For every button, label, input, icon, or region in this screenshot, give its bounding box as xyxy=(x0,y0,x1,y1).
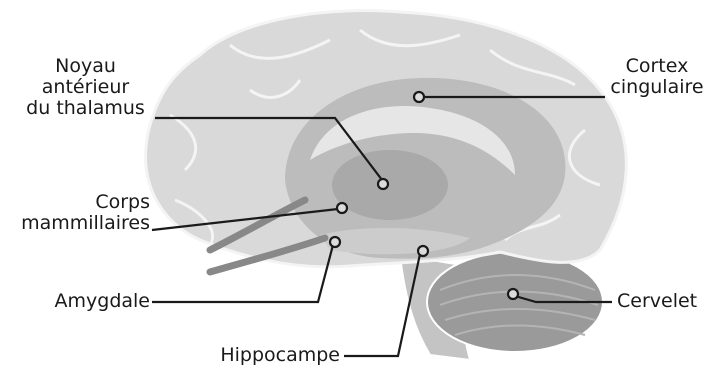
marker-corps xyxy=(337,203,347,213)
marker-cervelet xyxy=(508,289,518,299)
label-cervelet: Cervelet xyxy=(617,291,715,312)
marker-noyau xyxy=(378,179,388,189)
label-noyau-anterieur-thalamus: Noyau antérieur du thalamus xyxy=(18,56,153,119)
label-corps-mammillaires: Corps mammillaires xyxy=(0,192,150,234)
label-amygdale: Amygdale xyxy=(20,291,150,312)
label-hippocampe: Hippocampe xyxy=(180,345,340,366)
marker-amygdale xyxy=(330,237,340,247)
marker-cortex xyxy=(414,92,424,102)
marker-hippocampe xyxy=(418,246,428,256)
label-cortex-cingulaire: Cortex cingulaire xyxy=(600,56,714,98)
thalamus xyxy=(332,150,448,220)
